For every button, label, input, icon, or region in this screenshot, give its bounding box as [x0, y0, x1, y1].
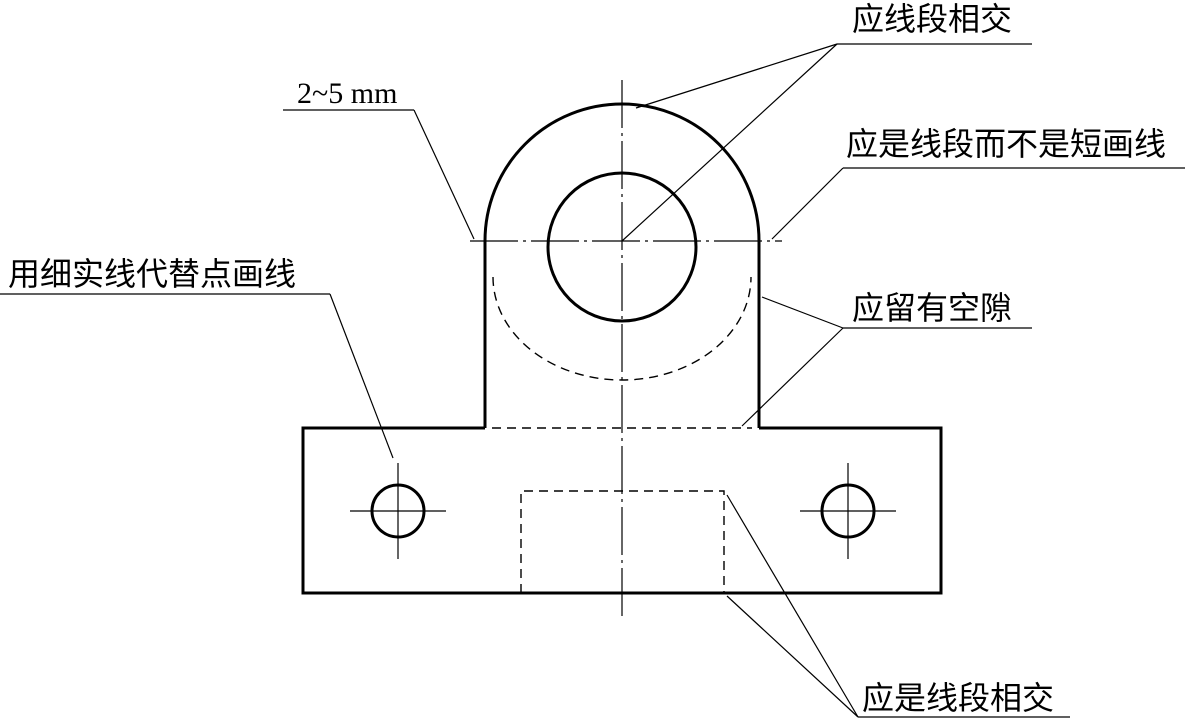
center-lines — [350, 80, 896, 620]
label-leave-gap: 应留有空隙 — [852, 289, 1013, 327]
leader-lines — [0, 43, 1185, 718]
label-lines-intersect-bottom: 应是线段相交 — [862, 679, 1055, 717]
label-thin-solid-line: 用细实线代替点画线 — [8, 255, 297, 293]
label-dimension: 2~5 mm — [297, 77, 398, 110]
label-lines-intersect-top: 应线段相交 — [852, 0, 1013, 38]
label-segment-not-dash: 应是线段而不是短画线 — [846, 125, 1167, 163]
